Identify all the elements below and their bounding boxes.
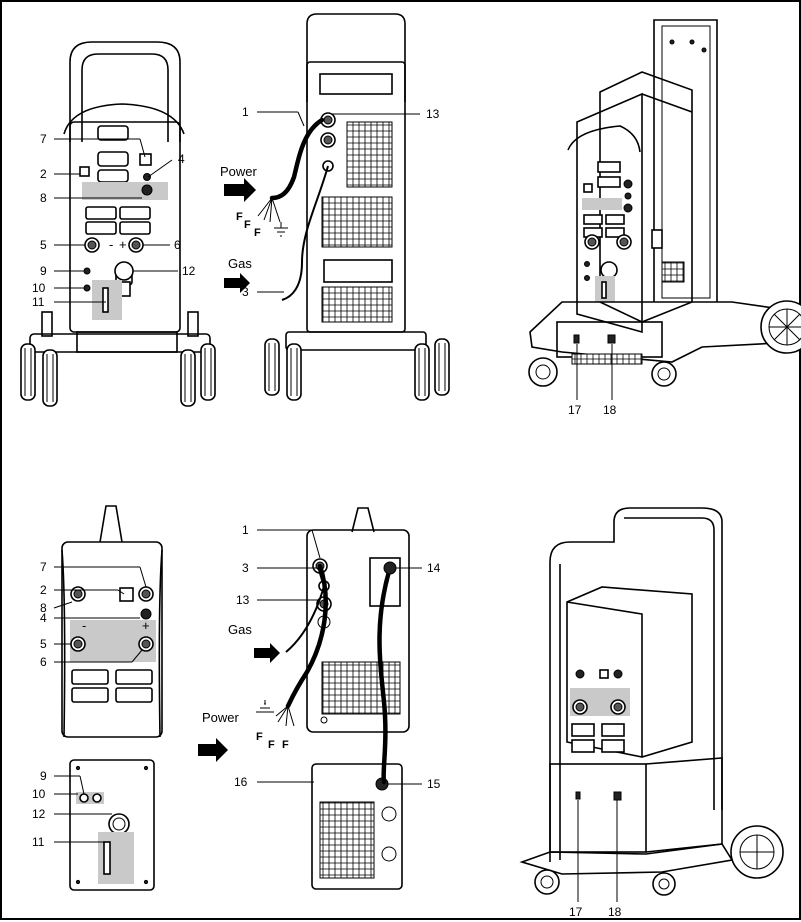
callout-label: 17 [569,905,583,919]
top-front-view: - + 7 4 2 8 5 6 9 12 10 11 [20,41,216,407]
callout-label: 11 [32,295,45,309]
callout-label: 5 [40,238,47,252]
callout-label: 3 [242,285,249,299]
callout-label: 14 [427,561,441,575]
bottom-perspective-view: 17 18 [519,507,784,919]
callout-label: 10 [32,281,46,295]
callout-label: 2 [40,583,47,597]
minus-sign: - [109,237,113,252]
top-rear-view: 1 13 3 Power Gas F F F [220,13,450,401]
callout-label: 7 [40,132,47,146]
callout-label: 9 [40,264,47,278]
callout-label: 2 [40,167,47,181]
top-perspective-view: 17 18 [528,19,801,417]
phase-label: F [268,739,275,751]
callout-label: 8 [40,601,47,615]
callout-label: 13 [426,107,440,121]
bottom-front-view: - + 7 2 8 4 5 6 9 10 12 11 [32,505,163,891]
plus-sign: + [119,237,127,252]
callout-label: 4 [178,152,185,166]
callout-label: 6 [40,655,47,669]
plus-sign: + [142,618,150,633]
callout-label: 5 [40,637,47,651]
phase-label: F [282,739,289,751]
phase-label: F [236,211,243,223]
gas-label: Gas [228,256,252,271]
power-label: Power [220,164,258,179]
minus-sign: - [82,618,86,633]
callout-label: 15 [427,777,441,791]
callout-label: 18 [608,905,622,919]
callout-label: 6 [174,238,181,252]
callout-label: 13 [236,593,250,607]
phase-label: F [244,219,251,231]
callout-label: 12 [182,264,196,278]
callout-label: 7 [40,560,47,574]
callout-label: 4 [40,611,47,625]
callout-label: 10 [32,787,46,801]
phase-label: F [254,227,261,239]
phase-label: F [256,731,263,743]
power-label: Power [202,710,240,725]
callout-label: 1 [242,523,249,537]
gas-label: Gas [228,622,252,637]
callout-label: 12 [32,807,46,821]
callout-label: 17 [568,403,582,417]
callout-label: 11 [32,835,45,849]
callout-label: 8 [40,191,47,205]
bottom-rear-view: 1 3 13 14 16 15 Gas Power F F F [198,507,441,890]
callout-label: 1 [242,105,249,119]
callout-label: 9 [40,769,47,783]
callout-label: 3 [242,561,249,575]
callout-label: 18 [603,403,617,417]
callout-label: 16 [234,775,248,789]
